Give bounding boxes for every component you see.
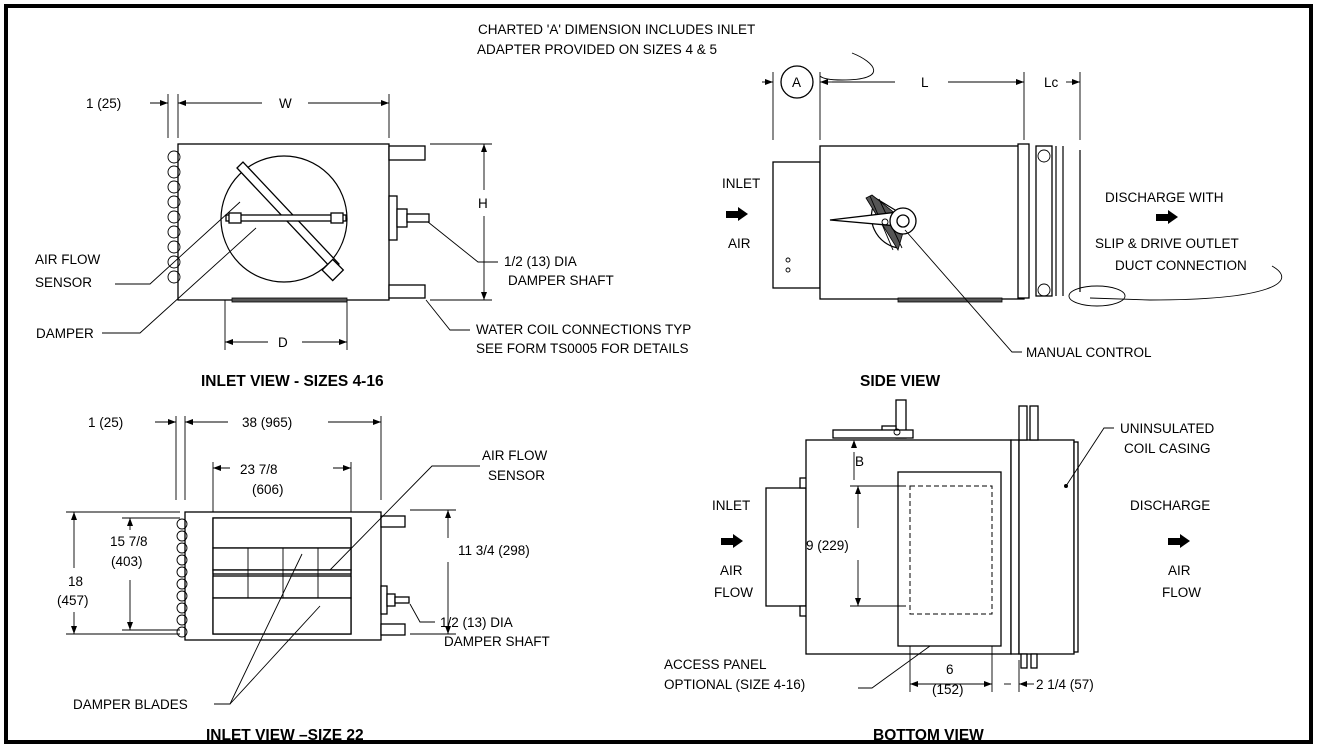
inlet-4-16-offset-dim: 1 (25)	[86, 96, 121, 111]
inlet-22-sensor-label-1: AIR FLOW	[482, 448, 548, 463]
bottom-view-9-dim: 9 (229)	[806, 538, 849, 553]
inlet-4-16-d-dim: D	[278, 335, 288, 350]
sheet-border	[4, 4, 1313, 744]
inlet-22-inner-dim-2: (606)	[252, 482, 284, 497]
side-view-discharge-label-1: DISCHARGE WITH	[1105, 190, 1224, 205]
bottom-view-b-dim: B	[855, 454, 864, 469]
bottom-view-inlet-label-3: FLOW	[714, 585, 753, 600]
inlet-22-h-inner-2: (403)	[111, 554, 143, 569]
inlet-view-22	[66, 416, 480, 705]
bottom-view-access-label-1: ACCESS PANEL	[664, 657, 767, 672]
bottom-view	[721, 399, 1190, 692]
inlet-22-shaft-label-1: 1/2 (13) DIA	[440, 615, 513, 630]
side-view-title: SIDE VIEW	[860, 373, 940, 390]
inlet-22-title: INLET VIEW –SIZE 22	[206, 727, 364, 744]
bottom-view-2-dim: 2 1/4 (57)	[1036, 677, 1094, 692]
inlet-4-16-sensor-label-2: SENSOR	[35, 275, 92, 290]
bottom-view-inlet-label-2: AIR	[720, 563, 743, 578]
inlet-4-16-sensor-label-1: AIR FLOW	[35, 252, 101, 267]
bottom-view-casing-label-1: UNINSULATED	[1120, 421, 1215, 436]
inlet-22-shaft-label-2: DAMPER SHAFT	[444, 634, 550, 649]
inlet-4-16-title: INLET VIEW - SIZES 4-16	[201, 373, 384, 390]
side-view-l-dim: L	[921, 75, 929, 90]
inlet-4-16-shaft-label-1: 1/2 (13) DIA	[504, 254, 577, 269]
side-view-note-1: CHARTED 'A' DIMENSION INCLUDES INLET	[478, 22, 755, 37]
bottom-view-6-dim-2: (152)	[932, 682, 964, 697]
inlet-4-16-coil-note-1: WATER COIL CONNECTIONS TYP	[476, 322, 691, 337]
bottom-view-access-label-2: OPTIONAL (SIZE 4-16)	[664, 677, 805, 692]
inlet-4-16-h-dim: H	[478, 196, 488, 211]
bottom-view-casing-label-2: COIL CASING	[1124, 441, 1211, 456]
side-view-lc-dim: Lc	[1044, 75, 1059, 90]
inlet-22-blades-label: DAMPER BLADES	[73, 697, 188, 712]
inlet-22-offset-dim: 1 (25)	[88, 415, 123, 430]
inlet-22-inner-dim-1: 23 7/8	[240, 462, 278, 477]
side-view-note-2: ADAPTER PROVIDED ON SIZES 4 & 5	[477, 42, 717, 57]
bottom-view-discharge-label-1: DISCHARGE	[1130, 498, 1210, 513]
inlet-4-16-w-dim: W	[279, 96, 292, 111]
inlet-22-sensor-label-2: SENSOR	[488, 468, 545, 483]
bottom-view-title: BOTTOM VIEW	[873, 727, 984, 744]
bottom-view-6-dim-1: 6	[946, 662, 954, 677]
inlet-22-h-inner-1: 15 7/8	[110, 534, 148, 549]
inlet-4-16-shaft-label-2: DAMPER SHAFT	[508, 273, 614, 288]
inlet-22-h-outer-1: 18	[68, 574, 83, 589]
inlet-22-width-dim: 38 (965)	[242, 415, 292, 430]
side-view-a-dim: A	[792, 75, 801, 90]
bottom-view-discharge-label-3: FLOW	[1162, 585, 1201, 600]
side-view-discharge-label-3: DUCT CONNECTION	[1115, 258, 1247, 273]
inlet-22-h-outer-2: (457)	[57, 593, 89, 608]
side-view-discharge-label-2: SLIP & DRIVE OUTLET	[1095, 236, 1239, 251]
bottom-view-inlet-label-1: INLET	[712, 498, 750, 513]
side-view-inlet-label-1: INLET	[722, 176, 760, 191]
side-view-inlet-label-2: AIR	[728, 236, 751, 251]
bottom-view-discharge-label-2: AIR	[1168, 563, 1191, 578]
inlet-22-right-dim: 11 3/4 (298)	[458, 543, 530, 558]
inlet-4-16-damper-label: DAMPER	[36, 326, 94, 341]
inlet-view-4-16	[102, 94, 498, 350]
side-view	[726, 52, 1283, 353]
inlet-4-16-coil-note-2: SEE FORM TS0005 FOR DETAILS	[476, 341, 689, 356]
side-view-manual-control-label: MANUAL CONTROL	[1026, 345, 1152, 360]
